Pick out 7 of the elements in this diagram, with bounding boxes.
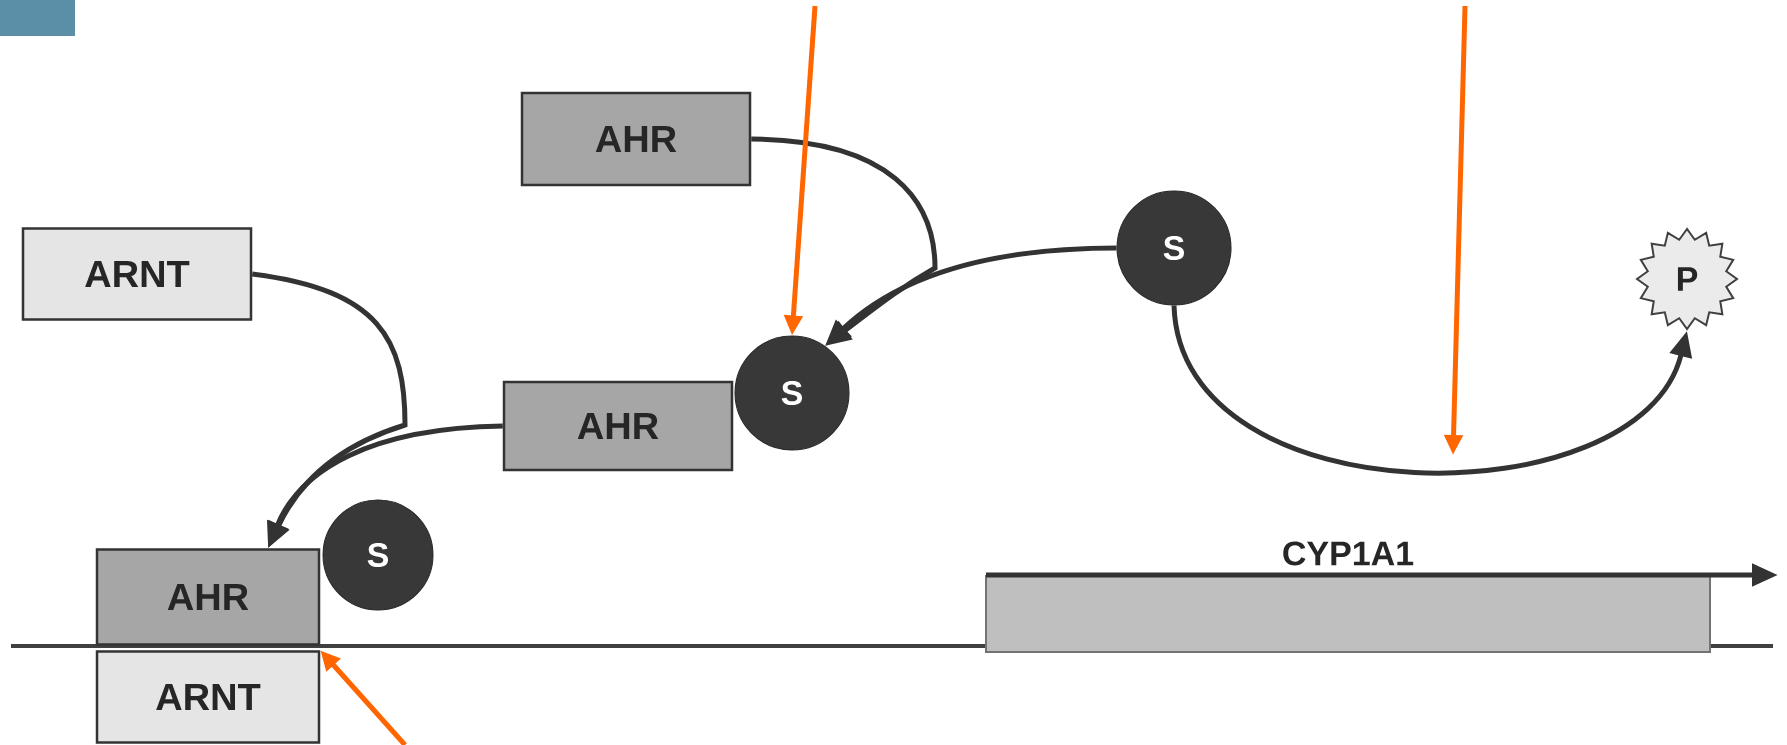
protein-box: AHR	[520, 91, 752, 187]
protein-box: ARNT	[95, 650, 321, 744]
node-label: CYP1A1	[1283, 541, 1414, 566]
protein-box: AHR	[95, 548, 321, 646]
protein-box: AHR	[502, 380, 734, 472]
protein-box: ARNT	[21, 227, 253, 321]
gene-box: CYP1A1	[985, 541, 1711, 653]
